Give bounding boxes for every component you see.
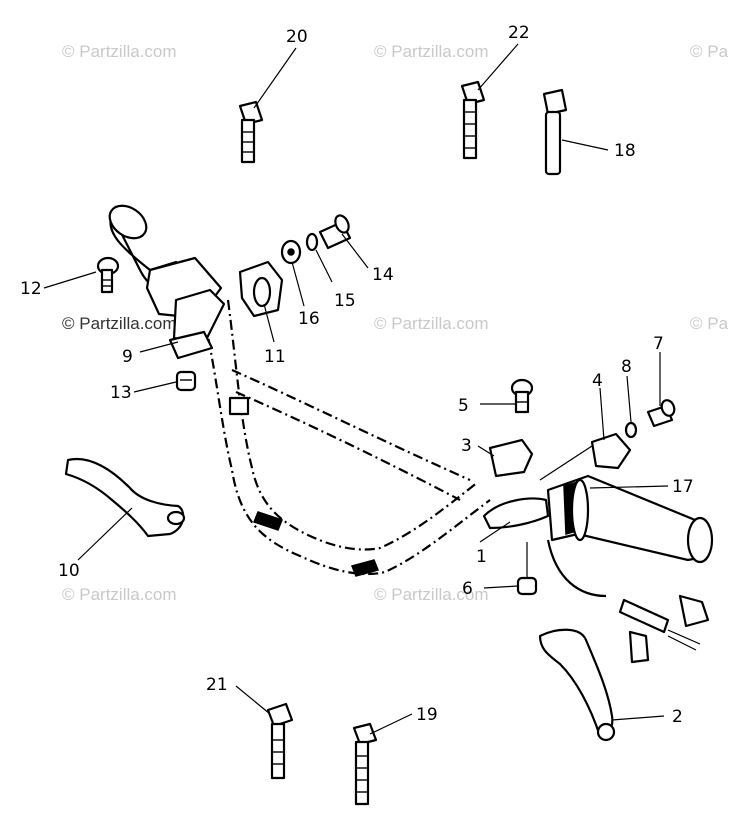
callout-numbers: 1 2 3 4 5 6 7 8 9 10 11 12 13 14 15 16 1… xyxy=(20,23,694,727)
callout-15: 15 xyxy=(334,291,356,311)
right-grip xyxy=(546,474,714,564)
callout-20: 20 xyxy=(286,27,308,47)
left-grip xyxy=(108,204,226,346)
handlebar xyxy=(198,299,491,577)
nut-13 xyxy=(175,370,197,392)
callout-2: 2 xyxy=(672,707,683,727)
callout-21: 21 xyxy=(206,675,228,695)
callout-13: 13 xyxy=(110,383,132,403)
callout-11: 11 xyxy=(264,347,286,367)
callout-8: 8 xyxy=(621,357,632,377)
bolt-5 xyxy=(510,378,534,414)
clamp xyxy=(168,330,214,360)
clutch-lever xyxy=(64,457,186,538)
watermark: © Pa xyxy=(690,314,729,333)
callout-9: 9 xyxy=(122,347,133,367)
bracket-1 xyxy=(482,497,550,530)
screw-7 xyxy=(646,399,676,428)
watermark: © Partzilla.com xyxy=(62,42,177,61)
callout-12: 12 xyxy=(20,279,42,299)
callout-5: 5 xyxy=(458,396,469,416)
nut-6 xyxy=(516,576,538,596)
callout-14: 14 xyxy=(372,265,394,285)
key-18 xyxy=(542,88,568,176)
bolt-22 xyxy=(460,80,486,160)
watermarks: © Partzilla.com © Partzilla.com © Pa © P… xyxy=(62,42,729,604)
brake-lever xyxy=(538,628,616,742)
lever-holder-3 xyxy=(488,438,534,478)
washer-hole xyxy=(287,248,295,256)
lock-washer xyxy=(305,232,319,252)
bolt-14 xyxy=(318,214,352,250)
watermark: © Partzilla.com xyxy=(62,585,177,604)
callout-17: 17 xyxy=(672,477,694,497)
watermark: © Partzilla.com xyxy=(62,314,177,333)
clamp-4 xyxy=(590,432,632,470)
callout-6: 6 xyxy=(462,579,473,599)
bolt-20 xyxy=(238,100,264,164)
callout-3: 3 xyxy=(461,436,472,456)
lever-holder xyxy=(238,260,284,318)
callout-22: 22 xyxy=(508,23,530,43)
bolt-19 xyxy=(352,722,378,806)
callout-7: 7 xyxy=(653,334,664,354)
callout-1: 1 xyxy=(476,547,487,567)
callout-4: 4 xyxy=(592,371,603,391)
bolt-12 xyxy=(96,256,120,294)
callout-10: 10 xyxy=(58,561,80,581)
callout-16: 16 xyxy=(298,309,320,329)
leader-lines xyxy=(43,43,669,735)
watermark: © Partzilla.com xyxy=(374,314,489,333)
washer-8 xyxy=(624,421,638,439)
switch-connector xyxy=(618,594,710,664)
callout-18: 18 xyxy=(614,141,636,161)
watermark: © Partzilla.com xyxy=(374,585,489,604)
watermark: © Partzilla.com xyxy=(374,42,489,61)
callout-19: 19 xyxy=(416,705,438,725)
watermark: © Pa xyxy=(690,42,729,61)
throttle-cable xyxy=(546,539,607,598)
bolt-21 xyxy=(266,702,294,780)
